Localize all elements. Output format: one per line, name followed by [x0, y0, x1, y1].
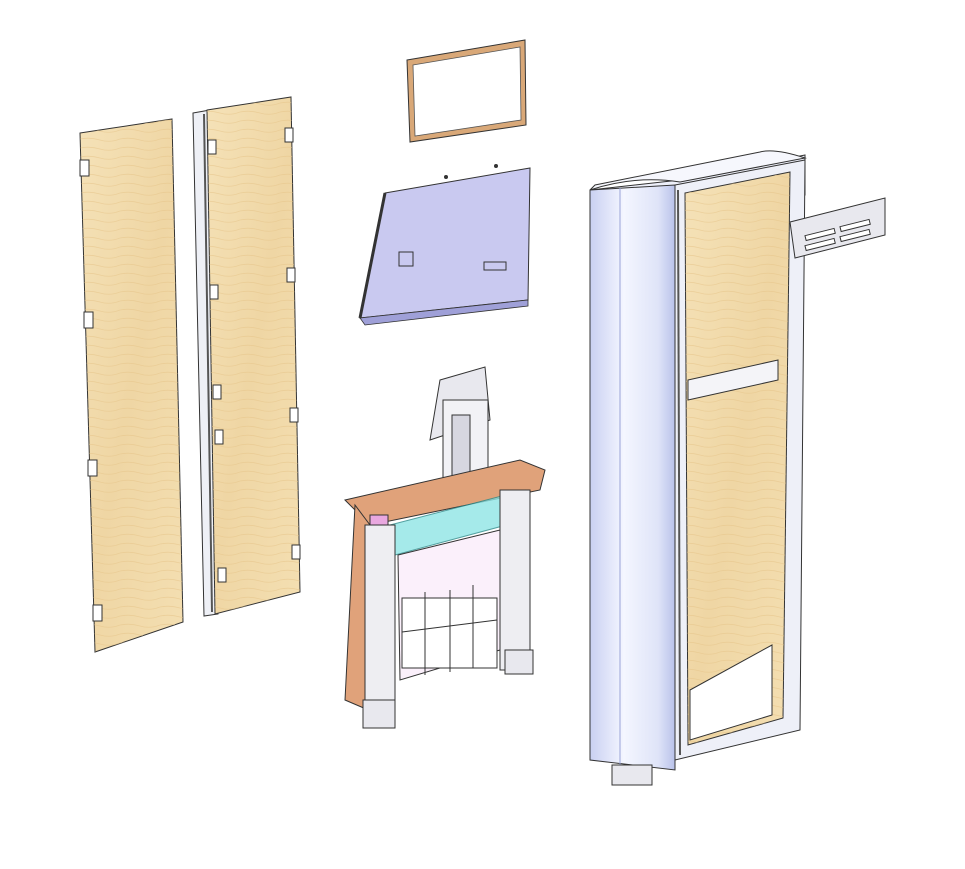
display-bezel — [406, 39, 527, 143]
display-monitor — [358, 164, 531, 326]
mounting-bracket — [789, 197, 886, 259]
hinge-icons — [79, 159, 103, 622]
left-side-panel — [79, 118, 184, 653]
internal-chassis — [344, 366, 546, 729]
hinged-side-panel — [192, 96, 301, 617]
main-cabinet — [589, 150, 807, 786]
